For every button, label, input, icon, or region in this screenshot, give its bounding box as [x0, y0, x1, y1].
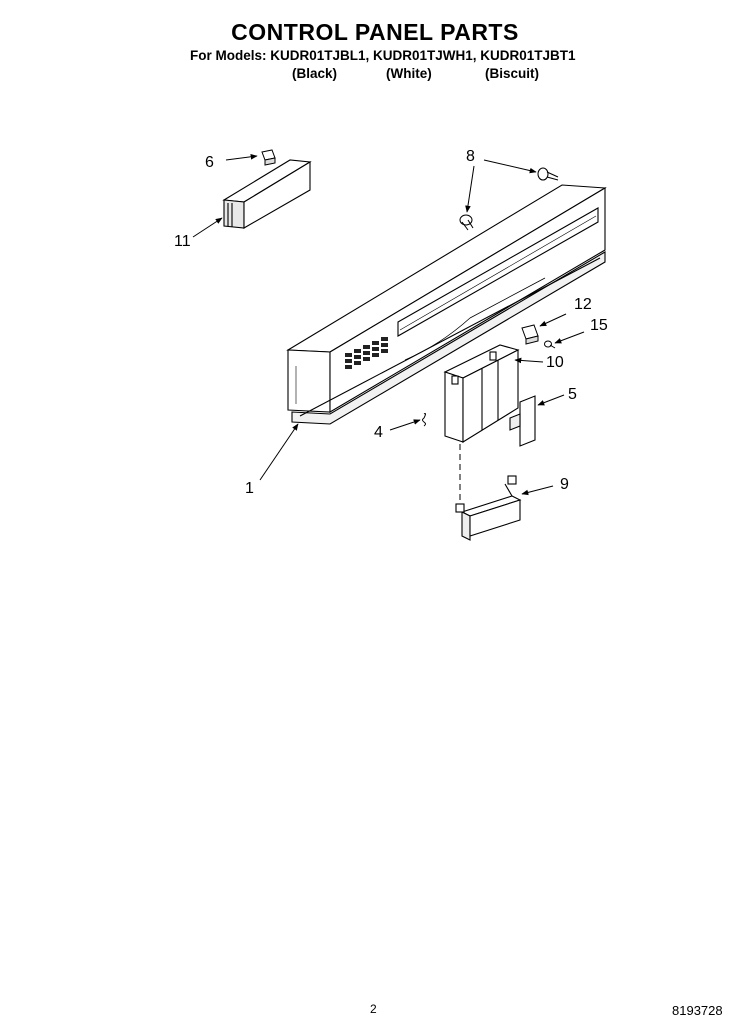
- housing-part: [222, 159, 312, 229]
- page-title: CONTROL PANEL PARTS: [231, 19, 519, 45]
- color-black: (Black): [292, 66, 338, 81]
- mounting-bracket-part: [443, 344, 520, 443]
- callout-11: 11: [174, 233, 191, 250]
- callout-6: 6: [205, 154, 214, 171]
- leader-lines: [192, 154, 585, 496]
- document-number: 8193728: [672, 1003, 723, 1018]
- model-list: For Models: KUDR01TJBL1, KUDR01TJWH1, KU…: [190, 48, 576, 63]
- control-panel-part: [286, 184, 607, 425]
- callout-15: 15: [590, 317, 608, 334]
- retainer-clip-part: [521, 324, 556, 349]
- color-biscuit: (Biscuit): [485, 66, 539, 81]
- color-white: (White): [386, 66, 432, 81]
- page-number: 2: [370, 1002, 377, 1016]
- callout-10: 10: [546, 354, 564, 371]
- spring-part: [422, 413, 426, 427]
- clip-part: [261, 149, 276, 166]
- callout-12: 12: [574, 296, 592, 313]
- lower-bracket-part: [455, 475, 522, 541]
- keypad-grid: [345, 337, 388, 369]
- side-bracket-part: [509, 395, 536, 447]
- callout-1: 1: [245, 480, 254, 497]
- screw-part: [459, 167, 559, 231]
- callout-4: 4: [374, 424, 383, 441]
- callout-8: 8: [466, 148, 475, 165]
- callout-9: 9: [560, 476, 569, 493]
- callout-5: 5: [568, 386, 577, 403]
